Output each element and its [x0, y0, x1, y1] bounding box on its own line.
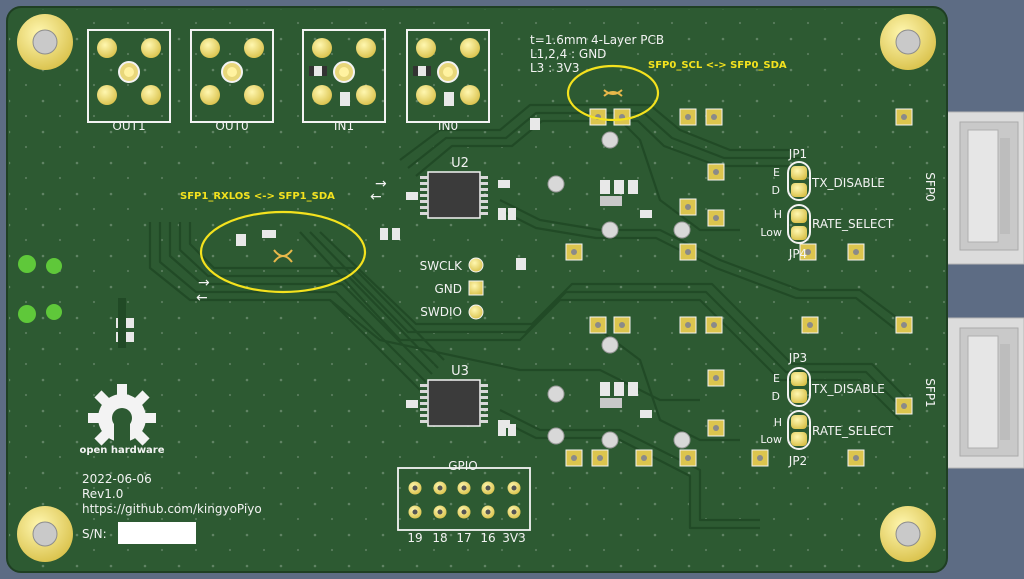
- stackup-notes: t=1.6mm 4-Layer PCB L1,2,4 : GND L3 : 3V…: [530, 33, 664, 75]
- round-pad: [547, 175, 565, 193]
- chip-u3-label: U3: [451, 364, 469, 379]
- round-pad: [547, 385, 565, 403]
- board-date: 2022-06-06: [82, 472, 152, 486]
- annotation-sfp1-swap: SFP1_RXLOS <-> SFP1_SDA: [180, 191, 335, 202]
- sma-pad: [312, 38, 332, 58]
- arrow-right-left: →: [198, 275, 210, 291]
- label-gnd: GND: [434, 282, 462, 296]
- jp4-low-label: Low: [760, 226, 782, 239]
- rate-select-label-sfp1: RATE_SELECT: [812, 424, 894, 438]
- open-hardware-logo: [88, 384, 156, 450]
- label-in1: IN1: [334, 119, 354, 133]
- label-swclk: SWCLK: [420, 259, 464, 273]
- sma-pad: [416, 85, 436, 105]
- sfp1-label: SFP1: [923, 378, 937, 407]
- sma-pad: [141, 85, 161, 105]
- chip-u2-label: U2: [451, 156, 469, 171]
- sma-pad: [460, 38, 480, 58]
- label-out0: OUT0: [215, 119, 248, 133]
- sma-pad: [141, 38, 161, 58]
- swap-cross-marks: [273, 89, 623, 263]
- jp1-d-label: D: [772, 184, 780, 197]
- round-pad: [673, 221, 691, 239]
- jp1-e-label: E: [773, 166, 780, 179]
- jp2-low-label: Low: [760, 433, 782, 446]
- round-pad: [547, 427, 565, 445]
- logo-text: open hardware: [79, 445, 164, 456]
- serial-number-box: [118, 522, 196, 544]
- sma-pad: [97, 38, 117, 58]
- sma-labels: OUT1 OUT0 IN1 IN0: [112, 119, 458, 133]
- arrow-left-u2: ←: [370, 189, 382, 205]
- jp3-d-label: D: [772, 390, 780, 403]
- sma-pad: [416, 38, 436, 58]
- gpio-pin-18: 18: [432, 531, 447, 545]
- stackup-3v3: L3 : 3V3: [530, 61, 579, 75]
- sma-pad: [460, 85, 480, 105]
- tx-disable-label-sfp1: TX_DISABLE: [811, 382, 885, 396]
- rate-select-label-sfp0: RATE_SELECT: [812, 217, 894, 231]
- round-pad: [601, 431, 619, 449]
- chip-u3: [420, 379, 488, 427]
- sma-pad: [356, 38, 376, 58]
- sma-pad: [97, 85, 117, 105]
- sma-pad: [244, 38, 264, 58]
- arrow-left-left: ←: [196, 290, 208, 306]
- sfp0-cage: [943, 111, 1024, 265]
- stackup-gnd: L1,2,4 : GND: [530, 47, 606, 61]
- swap-highlights: [199, 64, 660, 294]
- jp2-label: JP2: [788, 454, 807, 468]
- gpio-labels: GPIO 19 18 17 16 3V3: [407, 459, 525, 545]
- label-in0: IN0: [438, 119, 458, 133]
- gpio-pin-17: 17: [456, 531, 471, 545]
- traces: [148, 103, 913, 530]
- jp3-label: JP3: [788, 351, 807, 365]
- board-url: https://github.com/kingyoPiyo: [82, 502, 262, 516]
- sfp-labels: SFP0 SFP1: [923, 172, 937, 407]
- sfp1-cage: [943, 317, 1024, 469]
- gpio-header: [397, 467, 531, 531]
- jp2-h-label: H: [774, 416, 782, 429]
- swd-pads: [468, 257, 484, 320]
- jp4-label: JP4: [788, 247, 807, 261]
- arrow-right-u2: →: [375, 176, 387, 192]
- label-out1: OUT1: [112, 119, 145, 133]
- sfp0-label: SFP0: [923, 172, 937, 201]
- gpio-pin-3v3: 3V3: [502, 531, 525, 545]
- jumper-pads: [787, 161, 811, 450]
- sma-pad: [312, 85, 332, 105]
- gpio-pin-16: 16: [480, 531, 495, 545]
- jp4-h-label: H: [774, 208, 782, 221]
- left-pads: [18, 255, 126, 348]
- sma-pads: [97, 38, 480, 105]
- sma-connectors: [87, 29, 490, 123]
- annotation-sfp0-swap: SFP0_SCL <-> SFP0_SDA: [648, 60, 787, 71]
- direction-arrows: → ← → ←: [196, 176, 387, 306]
- serial-label: S/N:: [82, 527, 107, 541]
- round-pad: [673, 431, 691, 449]
- sma-pad: [200, 38, 220, 58]
- round-pad: [601, 221, 619, 239]
- misc-pads: [547, 108, 913, 467]
- sma-pad: [200, 85, 220, 105]
- label-swdio: SWDIO: [420, 305, 462, 319]
- sma-pad: [356, 85, 376, 105]
- swd-labels: SWCLK GND SWDIO: [420, 259, 464, 319]
- chip-u2: [420, 171, 488, 219]
- jumper-labels: JP1 E D TX_DISABLE H Low RATE_SELECT JP4…: [760, 147, 894, 468]
- gpio-title: GPIO: [448, 459, 478, 473]
- mounting-holes: [17, 14, 936, 562]
- round-pad: [601, 131, 619, 149]
- jp3-e-label: E: [773, 372, 780, 385]
- gpio-pin-19: 19: [407, 531, 422, 545]
- board-info: open hardware 2022-06-06 Rev1.0 https://…: [79, 445, 261, 541]
- tx-disable-label-sfp0: TX_DISABLE: [811, 176, 885, 190]
- sma-pad: [244, 85, 264, 105]
- stackup-title: t=1.6mm 4-Layer PCB: [530, 33, 664, 47]
- board-revision: Rev1.0: [82, 487, 123, 501]
- jp1-label: JP1: [788, 147, 807, 161]
- round-pad: [601, 336, 619, 354]
